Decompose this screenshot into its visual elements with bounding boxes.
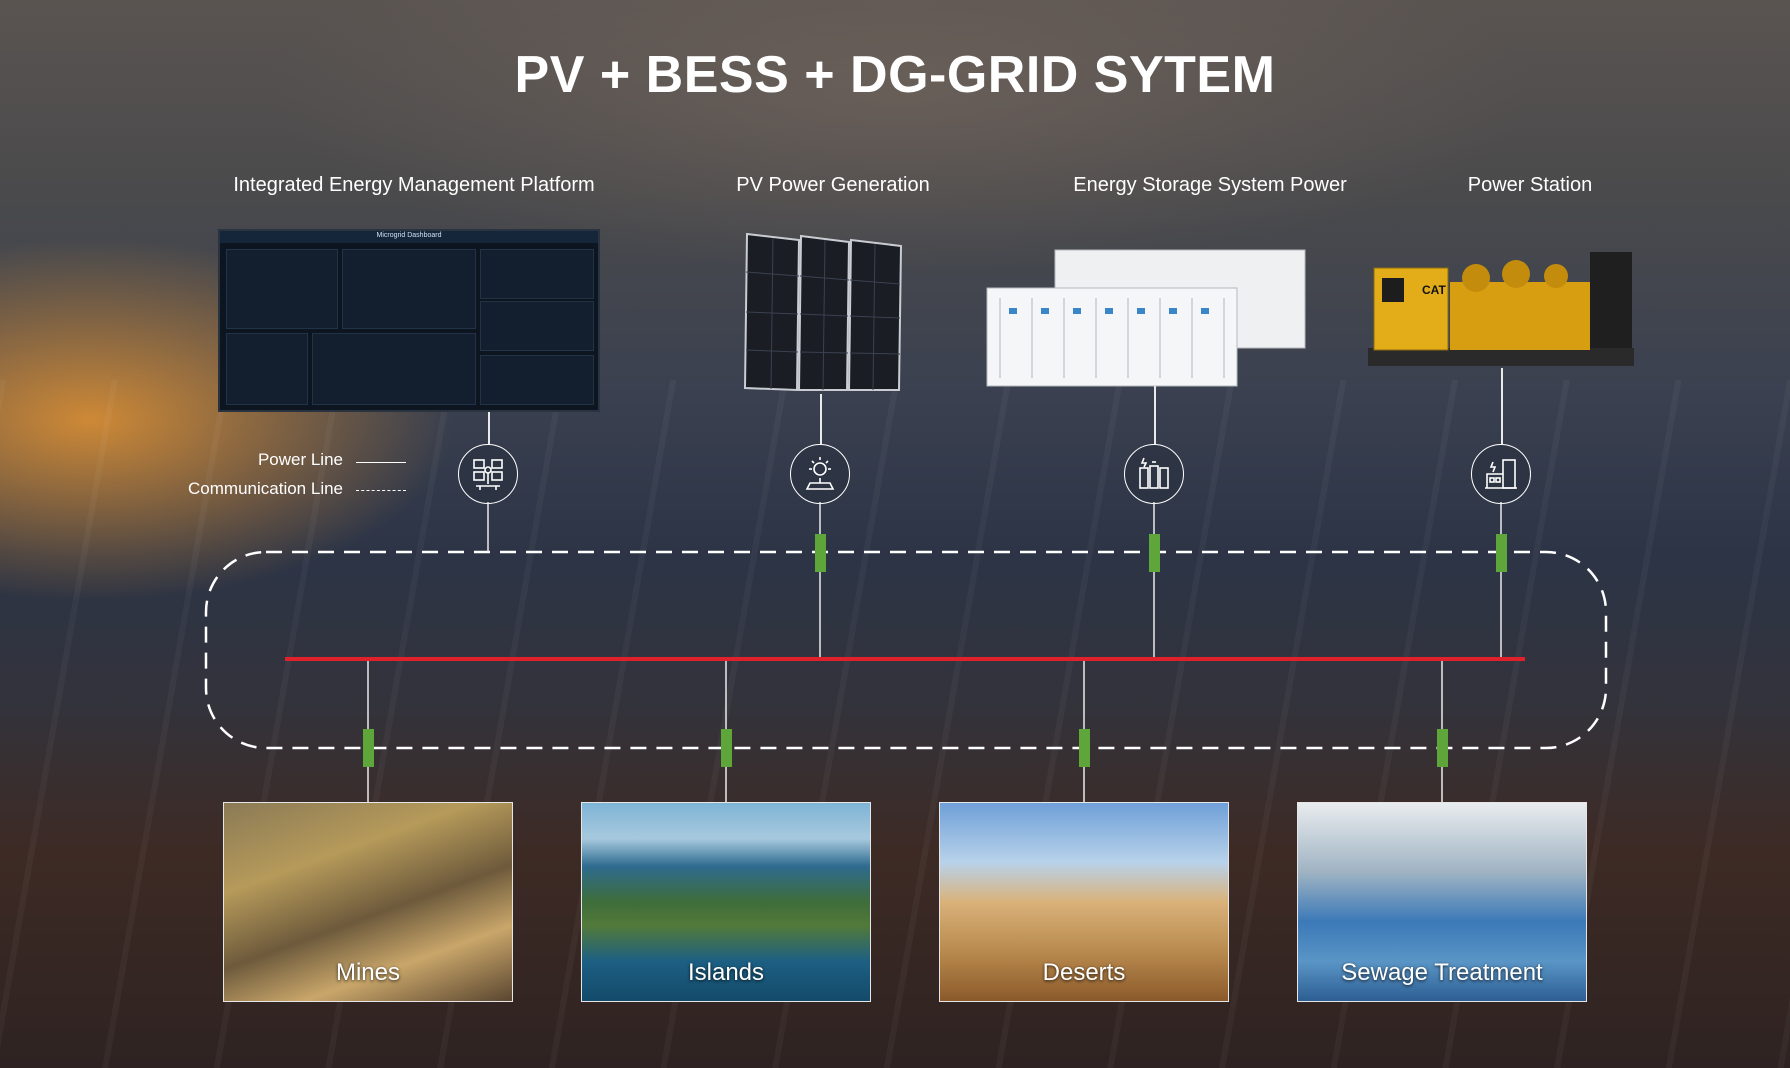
- platform-icon: [473, 459, 503, 490]
- connector-platform-top: [488, 412, 490, 444]
- dashboard-header-bar: [220, 231, 598, 243]
- scene-mines: Mines: [223, 802, 513, 1002]
- legend-communication-line-swatch: [356, 490, 406, 491]
- scene-label-sewage-treatment: Sewage Treatment: [1341, 959, 1543, 986]
- generator-brand: CAT: [1422, 283, 1446, 297]
- node-ess: [1124, 444, 1184, 504]
- legend-communication-line-label: Communication Line: [188, 479, 343, 498]
- scene-label-islands: Islands: [687, 959, 765, 986]
- dashboard-panel: [342, 249, 476, 329]
- dashboard-panel: [480, 355, 594, 405]
- diesel-generator-image: CAT: [1368, 252, 1634, 366]
- dashboard-screen: Microgrid Dashboard: [218, 229, 600, 412]
- connector-tab-mines: [363, 729, 374, 767]
- dashboard-panel: [480, 249, 594, 299]
- connector-pv-top: [820, 394, 822, 444]
- connector-tab-deserts: [1079, 729, 1090, 767]
- power-station-icon: [1485, 459, 1517, 489]
- dashboard-panel: [226, 333, 308, 405]
- connector-tab-pv: [815, 534, 826, 572]
- connector-tab-islands: [721, 729, 732, 767]
- connector-ess-top: [1154, 386, 1156, 444]
- dashboard-title: Microgrid Dashboard: [376, 232, 442, 239]
- battery-storage-icon: [1139, 457, 1169, 489]
- sun-panel-icon: [805, 457, 835, 490]
- scene-label-mines: Mines: [335, 959, 401, 986]
- legend-power-line-swatch: [356, 462, 406, 463]
- node-station: [1471, 444, 1531, 504]
- battery-storage-image: [986, 249, 1306, 387]
- node-platform: [458, 444, 518, 504]
- connector-station-top: [1501, 368, 1503, 444]
- solar-panel-image: [743, 232, 903, 392]
- label-power-station: Power Station: [1467, 174, 1593, 196]
- label-energy-management: Integrated Energy Management Platform: [233, 174, 595, 196]
- scene-sewage-treatment: Sewage Treatment: [1297, 802, 1587, 1002]
- communication-loop: [204, 550, 1608, 750]
- scene-deserts: Deserts: [939, 802, 1229, 1002]
- page-title: PV + BESS + DG-GRID SYTEM: [514, 46, 1276, 104]
- scene-islands: Islands: [581, 802, 871, 1002]
- connector-tab-sewage: [1437, 729, 1448, 767]
- dashboard-panel: [480, 301, 594, 351]
- label-pv-generation: PV Power Generation: [736, 174, 930, 196]
- scene-label-deserts: Deserts: [1042, 959, 1126, 986]
- legend-power-line-label: Power Line: [257, 450, 343, 469]
- connector-tab-ess: [1149, 534, 1160, 572]
- connector-tab-station: [1496, 534, 1507, 572]
- dashboard-panel: [226, 249, 338, 329]
- dashboard-panel: [312, 333, 476, 405]
- label-energy-storage: Energy Storage System Power: [1073, 174, 1347, 196]
